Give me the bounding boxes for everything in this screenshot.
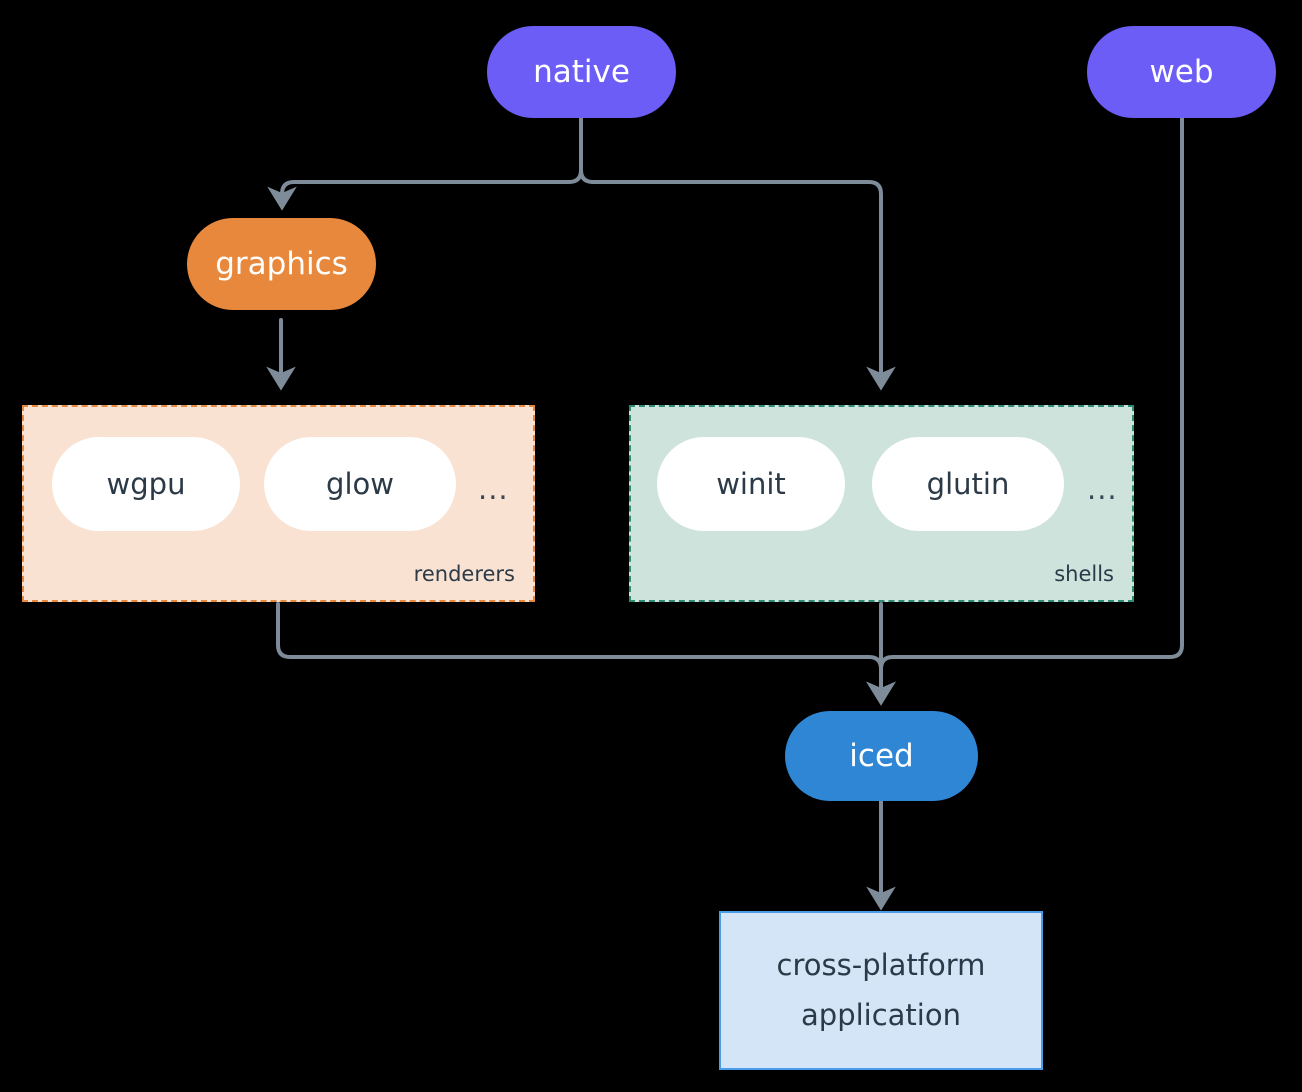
renderers-overflow-ellipsis: ... (478, 472, 509, 506)
node-graphics[interactable]: graphics (187, 218, 376, 310)
node-iced[interactable]: iced (785, 711, 978, 801)
node-application[interactable]: cross-platform application (719, 911, 1043, 1070)
node-application-line1: cross-platform (776, 947, 986, 982)
node-native[interactable]: native (487, 26, 676, 118)
leaf-wgpu-label: wgpu (106, 467, 186, 501)
edge-renderers-to-iced (276, 602, 896, 706)
leaf-glow-label: glow (326, 467, 394, 501)
group-renderers: wgpu glow ... renderers (22, 405, 535, 602)
leaf-glutin[interactable]: glutin (872, 437, 1064, 531)
node-iced-label: iced (849, 738, 914, 774)
leaf-winit-label: winit (716, 467, 786, 501)
leaf-wgpu[interactable]: wgpu (52, 437, 240, 531)
group-renderers-label: renderers (413, 562, 515, 586)
shells-overflow-ellipsis: ... (1087, 472, 1118, 506)
node-graphics-label: graphics (215, 246, 348, 282)
leaf-glutin-label: glutin (926, 467, 1010, 501)
leaf-winit[interactable]: winit (657, 437, 845, 531)
edge-native-to-graphics (267, 168, 583, 211)
edge-native-to-shells (579, 168, 896, 391)
group-shells-label: shells (1054, 562, 1114, 586)
node-web[interactable]: web (1087, 26, 1276, 118)
node-web-label: web (1149, 54, 1214, 90)
node-application-line2: application (801, 997, 961, 1032)
node-native-label: native (533, 54, 630, 90)
leaf-glow[interactable]: glow (264, 437, 456, 531)
edge-web-to-iced (866, 113, 1184, 706)
group-shells: winit glutin ... shells (629, 405, 1134, 602)
